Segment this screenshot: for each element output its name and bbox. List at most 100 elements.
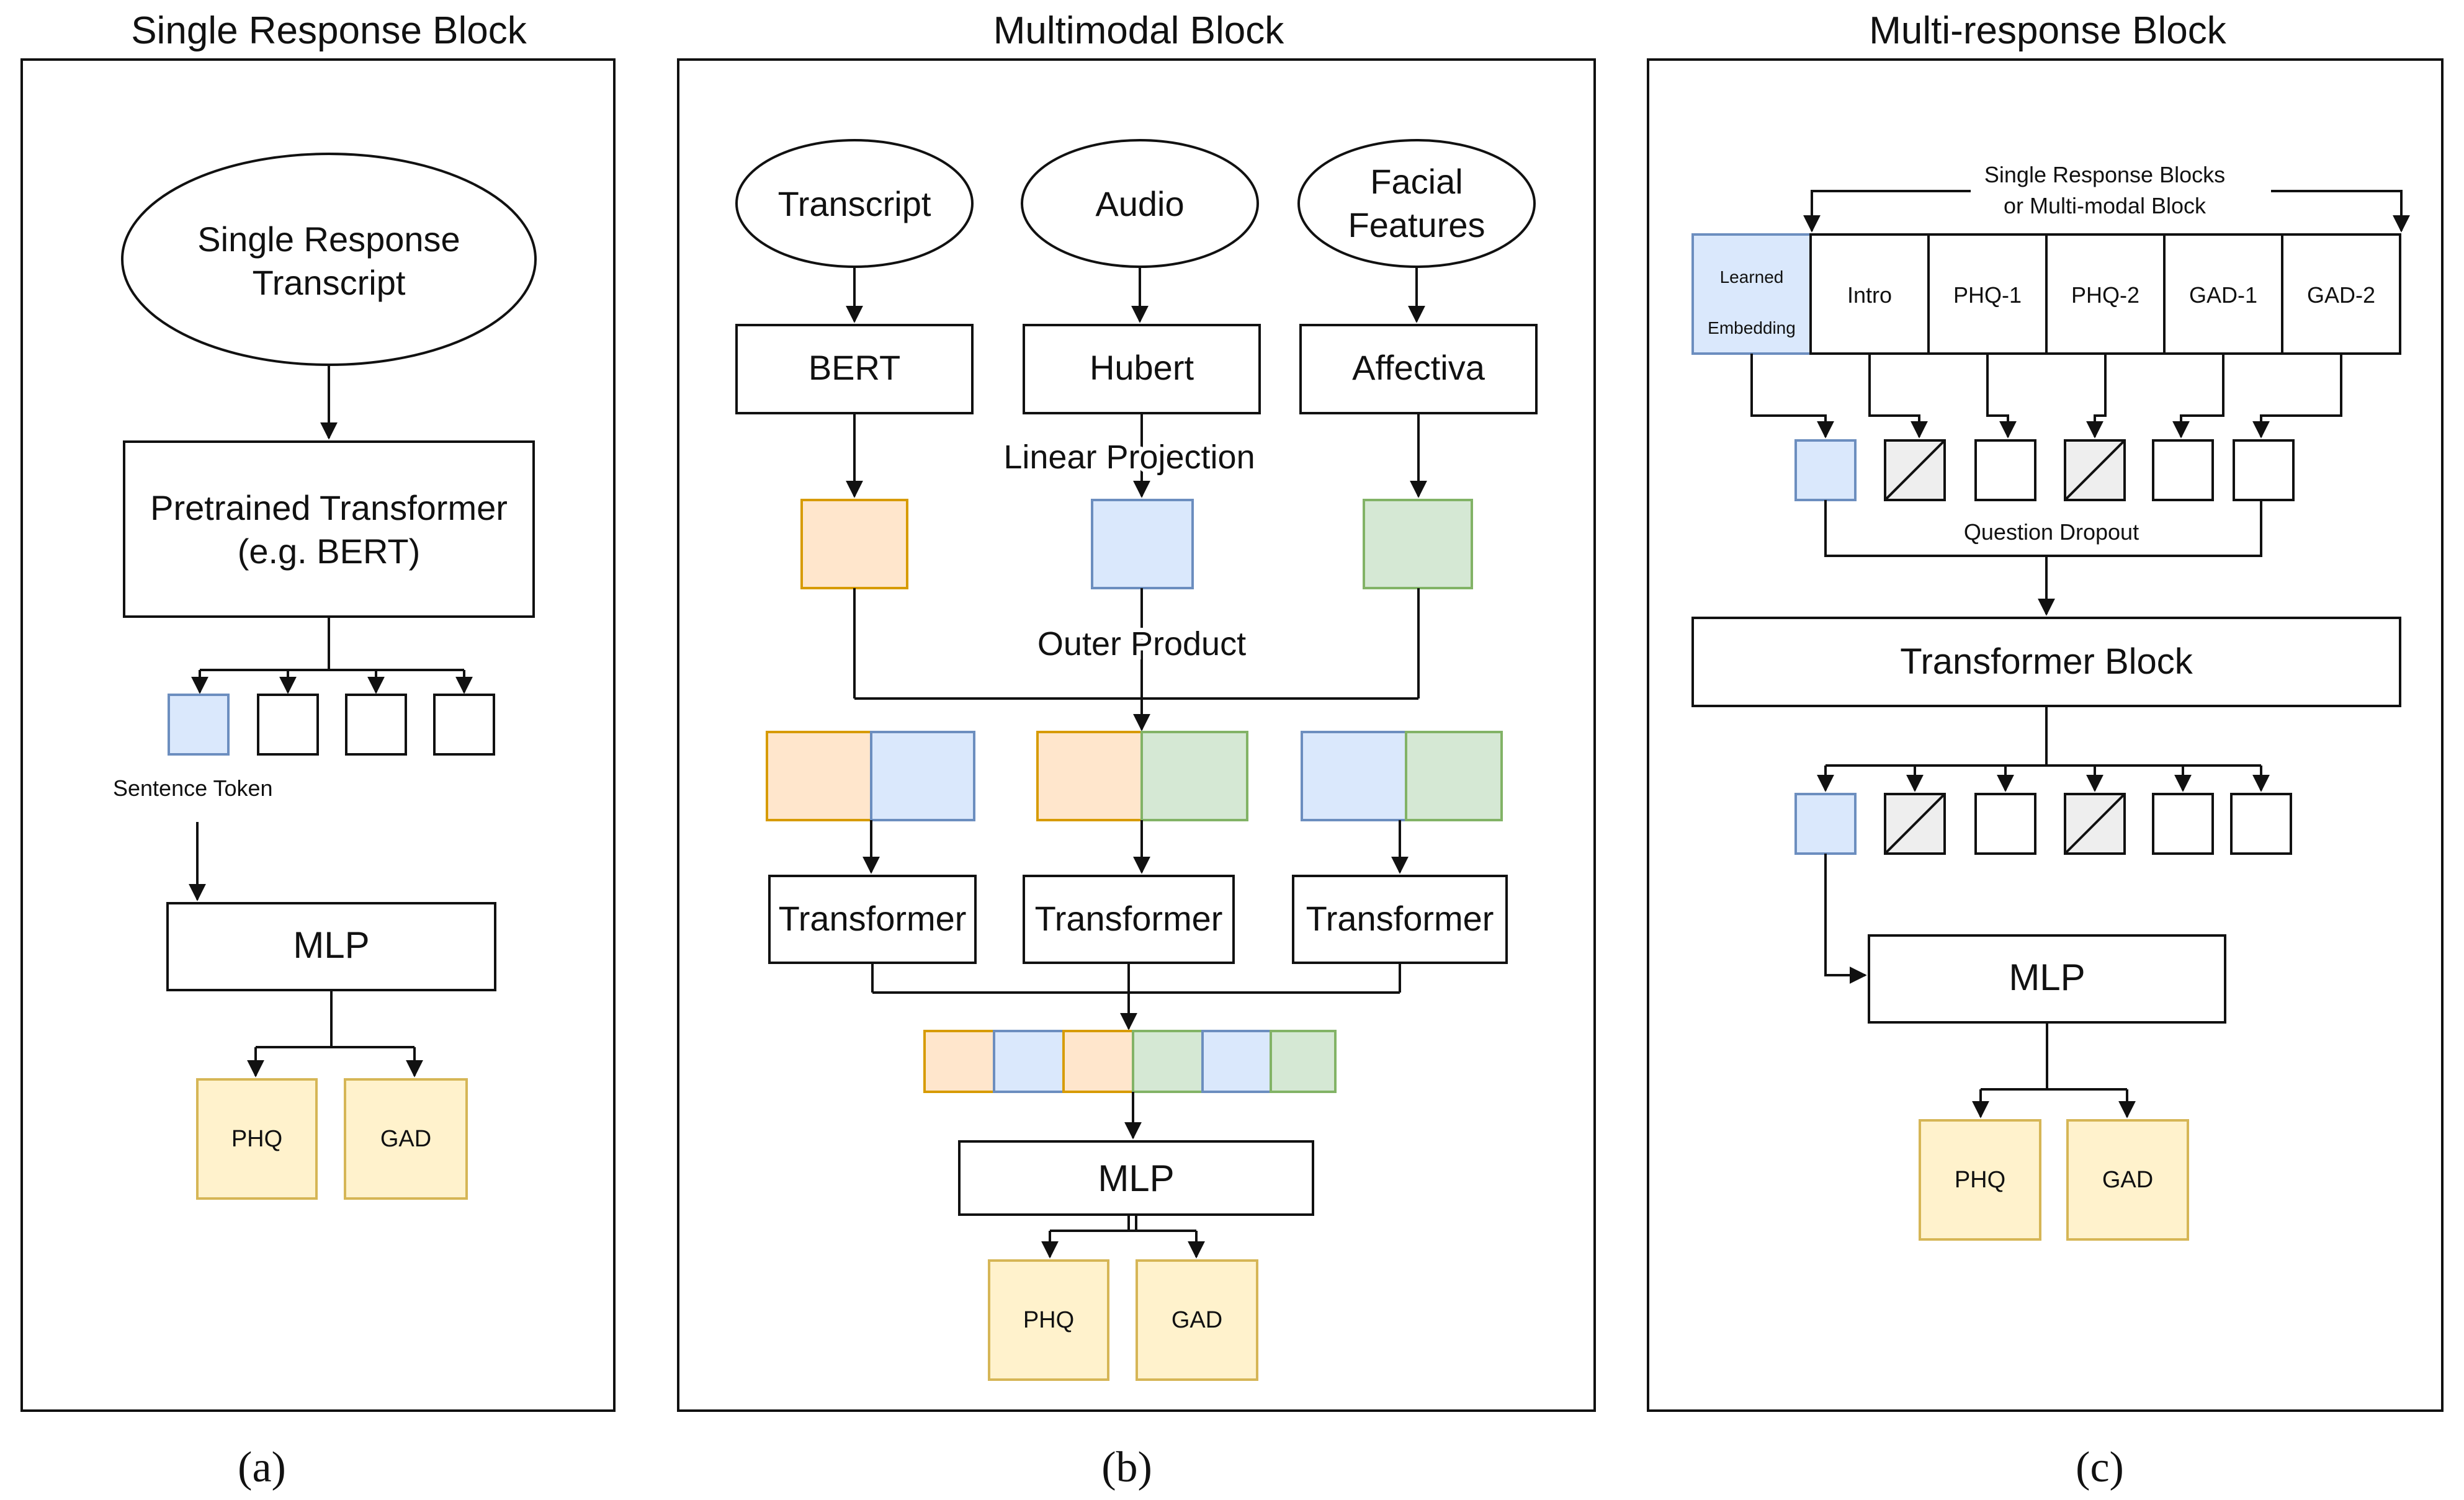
audio-input-label: Audio [1095, 184, 1184, 223]
facial-features-input-label: Facial [1370, 162, 1463, 201]
question-dropout-label: Question Dropout [1964, 519, 2139, 545]
phq-output-b [988, 1259, 1109, 1381]
arrow-gad1-encode [2172, 354, 2224, 439]
panel-c-caption: (c) [2076, 1444, 2124, 1491]
panel-a-title: Single Response Block [131, 9, 527, 52]
gad-label-a: GAD [380, 1126, 431, 1152]
gad-output-a [344, 1078, 468, 1200]
pair-audio-part [870, 731, 975, 821]
gad-output-b [1136, 1259, 1258, 1381]
question-token [2230, 793, 2292, 855]
single-response-transcript-label: Single Response [197, 220, 460, 259]
pretrained-transformer-example: (e.g. BERT) [238, 532, 421, 571]
question-label-gad-1: GAD-1 [2189, 282, 2257, 308]
question-token [1974, 793, 2036, 855]
audio-embedding-square [1091, 499, 1194, 589]
concat-text-segment [1062, 1030, 1134, 1093]
dropout-slash [2064, 793, 2126, 855]
transformer-label: Transformer [779, 899, 967, 938]
question-label-intro: Intro [1847, 282, 1892, 308]
question-cell-phq-1 [1927, 233, 2048, 355]
question-cell-intro [1809, 233, 1930, 355]
pair-facial-part [1140, 731, 1248, 821]
panel-c: Multi-response Block Single Response Blo… [1647, 9, 2444, 1491]
pretrained-transformer-label: Pretrained Transformer [150, 488, 508, 527]
transformer-block-box [1691, 617, 2401, 707]
token-square [433, 694, 495, 756]
transcript-input-label: Transcript [778, 184, 931, 223]
gad-output-c [2066, 1119, 2189, 1241]
embedding-token [1794, 793, 1857, 855]
source-arrow-left [1803, 190, 1971, 233]
question-token [1974, 439, 2036, 501]
phq-output-a [196, 1078, 318, 1200]
pair-text-part [1036, 731, 1143, 821]
dropout-slash [1884, 793, 1946, 855]
concat-audio-segment [993, 1030, 1065, 1093]
dropout-merge-line [1824, 500, 2262, 557]
phq-label-c: PHQ [1955, 1167, 2005, 1193]
panel-b: Multimodal Block Transcript Audio Facial… [677, 9, 1596, 1491]
learned-embedding-label-2: Embedding [1708, 318, 1796, 337]
facial-embedding-square [1363, 499, 1473, 589]
question-cell-phq-2 [2045, 233, 2166, 355]
phq-label-a: PHQ [231, 1126, 282, 1152]
arrow-gad2-encode [2252, 354, 2342, 439]
arrow-embedding-encode [1750, 354, 1834, 439]
panel-b-caption: (b) [1101, 1444, 1152, 1491]
hubert-encoder-box [1023, 324, 1261, 414]
panel-a-caption: (a) [238, 1444, 286, 1491]
facial-features-input-node [1297, 139, 1536, 268]
concat-facial-segment [1132, 1030, 1204, 1093]
concat-audio-segment [1201, 1030, 1272, 1093]
source-label-2: or Multi-modal Block [2004, 193, 2206, 218]
question-cell-gad-1 [2163, 233, 2283, 355]
arrow-embedding-to-mlp [1824, 854, 1867, 984]
affectiva-encoder-label: Affectiva [1352, 348, 1485, 387]
mlp-box-b [958, 1140, 1314, 1216]
bert-encoder-label: BERT [809, 348, 900, 387]
mlp-label-b: MLP [1098, 1158, 1174, 1199]
facial-features-input-label-2: Features [1348, 205, 1485, 244]
outer-product-label: Outer Product [1037, 625, 1246, 663]
question-token [2152, 439, 2214, 501]
learned-embedding-cell [1691, 233, 1812, 355]
question-label-phq-1: PHQ-1 [1953, 282, 2022, 308]
pair-text-part [766, 731, 872, 821]
transformer-box [768, 875, 977, 964]
sentence-token-label: Sentence Token [113, 775, 273, 801]
panel-a: Single Response Block Single Response Tr… [20, 9, 616, 1491]
question-token [2233, 439, 2295, 501]
embedding-token [1794, 439, 1857, 501]
question-label-phq-2: PHQ-2 [2071, 282, 2139, 308]
dropout-slash [1884, 439, 1946, 501]
arrow-phq2-encode [2086, 354, 2107, 439]
mlp-label-a: MLP [293, 924, 369, 966]
transformer-box [1292, 875, 1508, 964]
concat-text-segment [923, 1030, 995, 1093]
concat-facial-segment [1270, 1030, 1337, 1093]
token-square [345, 694, 407, 756]
phq-output-c [1919, 1119, 2041, 1241]
transformer-box [1023, 875, 1235, 964]
mlp-label-c: MLP [2009, 957, 2085, 998]
learned-embedding-label: Learned [1720, 267, 1784, 287]
gad-label-c: GAD [2102, 1167, 2153, 1193]
source-label: Single Response Blocks [1984, 162, 2225, 187]
single-response-transcript-label-2: Transcript [253, 263, 406, 302]
arrow-intro-encode [1868, 354, 1928, 439]
arrow-phq1-encode [1986, 354, 2017, 439]
source-arrow-right [2271, 190, 2410, 233]
hubert-encoder-label: Hubert [1090, 348, 1194, 387]
dropout-slash [2064, 439, 2126, 501]
pair-facial-part [1405, 731, 1503, 821]
token-square [257, 694, 319, 756]
gad-label-b: GAD [1172, 1307, 1222, 1333]
phq-label-b: PHQ [1023, 1307, 1074, 1333]
panel-b-title: Multimodal Block [993, 9, 1285, 52]
sentence-token-square [168, 694, 230, 756]
text-embedding-square [800, 499, 908, 589]
transformer-label: Transformer [1306, 899, 1494, 938]
question-token [2152, 793, 2214, 855]
